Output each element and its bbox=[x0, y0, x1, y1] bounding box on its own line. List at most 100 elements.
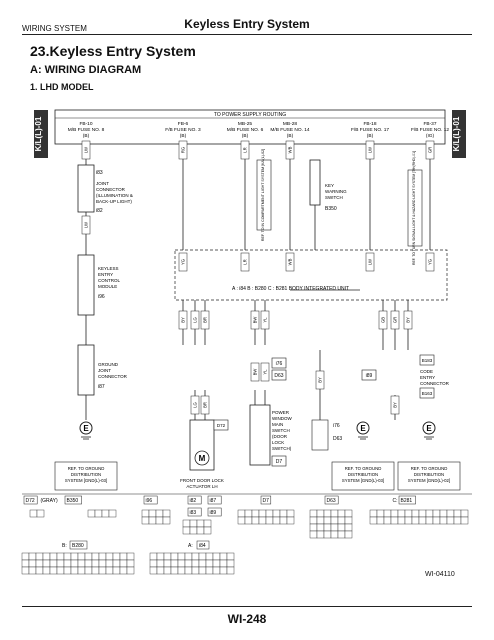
svg-text:D63: D63 bbox=[274, 373, 283, 379]
wire-color-tag: WB bbox=[285, 252, 295, 272]
connector-pin-grid bbox=[149, 552, 235, 575]
svg-text:(B): (B) bbox=[367, 133, 374, 139]
svg-text:FB-37: FB-37 bbox=[423, 121, 436, 127]
svg-text:YG: YG bbox=[181, 259, 186, 265]
body-integrated-unit: A : i84 B : B280 C : B281 BODY INTEGRATE… bbox=[174, 249, 448, 301]
wire-color-tag: LR bbox=[240, 140, 250, 160]
svg-text:CONNECTOR: CONNECTOR bbox=[420, 381, 450, 386]
svg-text:DISTRIBUTION: DISTRIBUTION bbox=[414, 472, 444, 477]
legend-connector-label: i96 bbox=[143, 495, 158, 505]
page-number: WI-248 bbox=[227, 612, 267, 626]
svg-text:LG: LG bbox=[193, 317, 198, 323]
svg-text:POWER: POWER bbox=[272, 410, 290, 415]
svg-text:(IG): (IG) bbox=[426, 133, 435, 139]
svg-text:D72: D72 bbox=[26, 498, 35, 504]
svg-text:WB: WB bbox=[288, 258, 293, 265]
svg-text:MAIN: MAIN bbox=[272, 422, 283, 427]
svg-text:SWITCH: SWITCH bbox=[272, 428, 290, 433]
ground-ref-boxes: REF. TO GROUND DISTRIBUTION SYSTEM [GND(… bbox=[54, 461, 461, 491]
svg-text:CODE: CODE bbox=[420, 369, 433, 374]
svg-text:SYSTEM [GND(L)-02]: SYSTEM [GND(L)-02] bbox=[408, 478, 450, 483]
legend-connector-label: D7 bbox=[260, 495, 272, 505]
svg-text:(DOOR: (DOOR bbox=[272, 434, 288, 439]
svg-text:BW: BW bbox=[253, 369, 258, 376]
svg-text:SYSTEM [GND(L)-03]: SYSTEM [GND(L)-03] bbox=[342, 478, 384, 483]
connector-pin-grid bbox=[141, 509, 171, 525]
svg-text:GB: GB bbox=[381, 317, 386, 323]
wire-color-tag: LW bbox=[365, 252, 375, 272]
svg-text:FRONT DOOR LOCK: FRONT DOOR LOCK bbox=[180, 478, 224, 483]
svg-text:C:: C: bbox=[393, 498, 398, 504]
legend-connector-label: i87 bbox=[207, 495, 222, 505]
svg-text:i84: i84 bbox=[199, 543, 206, 549]
section-heading: A: WIRING DIAGRAM bbox=[30, 64, 142, 76]
svg-text:M/B FUSE NO. 14: M/B FUSE NO. 14 bbox=[270, 127, 310, 133]
svg-text:i76: i76 bbox=[276, 361, 283, 367]
svg-text:E: E bbox=[360, 424, 366, 433]
svg-text:MB-28: MB-28 bbox=[283, 121, 297, 127]
svg-text:LW: LW bbox=[368, 259, 373, 265]
svg-text:D63: D63 bbox=[333, 436, 342, 442]
ground-marker: E bbox=[356, 421, 370, 440]
svg-text:i89: i89 bbox=[366, 373, 373, 379]
ground-marker: E bbox=[422, 421, 436, 440]
connector-pin-grid bbox=[182, 519, 212, 535]
svg-text:D63: D63 bbox=[327, 498, 336, 504]
svg-text:B281: B281 bbox=[401, 498, 413, 504]
wire-color-tag: BY bbox=[390, 395, 400, 415]
header-rule bbox=[22, 34, 472, 35]
svg-text:LR: LR bbox=[243, 259, 248, 264]
svg-text:i82: i82 bbox=[190, 498, 197, 504]
svg-text:i83: i83 bbox=[96, 170, 103, 176]
svg-text:BR: BR bbox=[203, 317, 208, 323]
svg-text:REF. TO GROUND: REF. TO GROUND bbox=[68, 466, 105, 471]
svg-text:B:: B: bbox=[62, 543, 67, 549]
svg-text:i96: i96 bbox=[98, 294, 105, 300]
doc-title: 23.Keyless Entry System bbox=[30, 43, 196, 59]
svg-text:i76: i76 bbox=[333, 423, 340, 429]
svg-text:BY: BY bbox=[318, 377, 323, 383]
wire-color-tag: BW bbox=[250, 362, 260, 382]
wire-color-tag: YG bbox=[178, 252, 188, 272]
svg-text:RG: RG bbox=[181, 147, 186, 153]
svg-text:K/L(L)-01: K/L(L)-01 bbox=[452, 116, 461, 151]
legend-a-label: A:i84 bbox=[188, 540, 210, 550]
svg-text:(ILLUMINATION &: (ILLUMINATION & bbox=[96, 193, 133, 198]
connector-pin-grid bbox=[237, 509, 295, 525]
wire-color-tag: WB bbox=[285, 140, 295, 160]
svg-text:B183: B183 bbox=[422, 358, 433, 363]
svg-text:i83: i83 bbox=[190, 510, 197, 516]
svg-text:CONNECTOR: CONNECTOR bbox=[98, 374, 128, 379]
svg-text:A : i84 B : B280 C : B281: A : i84 B : B280 C : B281 BODY INTEGRATE… bbox=[232, 286, 349, 292]
side-label-left: K/L(L)-01 bbox=[34, 110, 48, 158]
legend-connector-label: C: bbox=[393, 498, 398, 504]
wire-color-tag: GB bbox=[378, 310, 388, 330]
svg-text:REF. TO GROUND: REF. TO GROUND bbox=[411, 466, 448, 471]
svg-text:KEYLESS: KEYLESS bbox=[98, 266, 119, 271]
svg-text:SWITCH): SWITCH) bbox=[272, 446, 292, 451]
ref-room-light: REF. TO IN COMPARTMENT LIGHT SYSTEM [K/L… bbox=[256, 149, 272, 241]
connector-i76: i76 D63 bbox=[271, 357, 287, 381]
wire-color-tag: YL bbox=[260, 310, 270, 330]
svg-text:ENTRY: ENTRY bbox=[98, 272, 113, 277]
wire-color-tag: LW bbox=[81, 140, 91, 160]
svg-text:BR: BR bbox=[203, 402, 208, 408]
fuse-label: MB-28M/B FUSE NO. 14(B) bbox=[270, 121, 310, 139]
wire-color-tag: YG bbox=[425, 252, 435, 272]
svg-text:YL: YL bbox=[263, 369, 268, 375]
svg-text:JOINT: JOINT bbox=[98, 368, 111, 373]
connector-pin-grid bbox=[309, 509, 353, 539]
svg-text:F/B FUSE NO. 3: F/B FUSE NO. 3 bbox=[165, 127, 201, 133]
svg-text:LOCK: LOCK bbox=[272, 440, 284, 445]
svg-text:F/B FUSE NO. 12: F/B FUSE NO. 12 bbox=[411, 127, 449, 133]
svg-text:M/B FUSE NO. 6: M/B FUSE NO. 6 bbox=[227, 127, 264, 133]
svg-text:REF. TO IN COMPARTMENT LIGHT S: REF. TO IN COMPARTMENT LIGHT SYSTEM [K/L… bbox=[261, 149, 265, 241]
svg-text:LW: LW bbox=[84, 147, 89, 153]
svg-text:LW: LW bbox=[84, 222, 89, 228]
svg-text:WARNING: WARNING bbox=[325, 189, 347, 194]
wire-color-tag: LG bbox=[190, 395, 200, 415]
svg-text:i87: i87 bbox=[210, 498, 217, 504]
svg-text:YG: YG bbox=[428, 259, 433, 265]
svg-text:BW: BW bbox=[253, 317, 258, 324]
